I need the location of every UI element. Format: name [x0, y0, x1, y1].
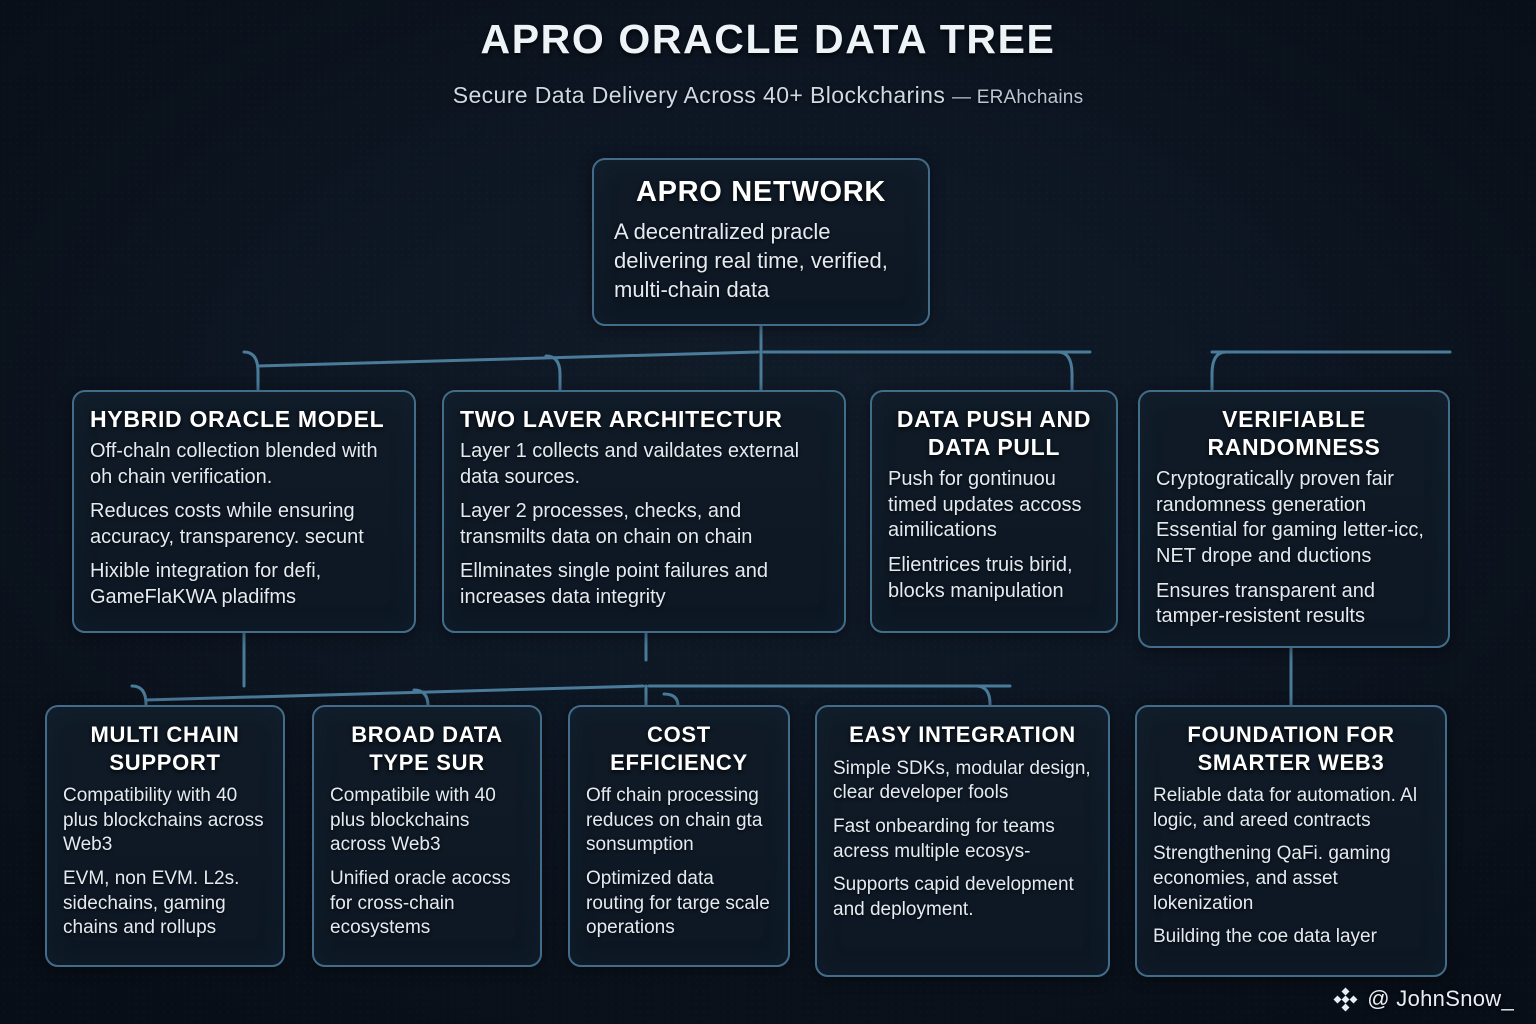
watermark-handle: @ JohnSnow_: [1367, 986, 1514, 1011]
node-apro-network[interactable]: APRO NETWORK A decentralized pracle deli…: [592, 158, 930, 326]
node-paragraph: Layer 1 collects and vaildates external …: [460, 440, 800, 488]
node-paragraph: Reliable data for automation. Al logic, …: [1153, 785, 1418, 831]
node-paragraph: Unified oracle acocss for cross-chain ec…: [330, 868, 511, 939]
node-title: COST EFFICIENCY: [610, 722, 748, 775]
watermark: @ JohnSnow_: [1333, 986, 1514, 1012]
node-two-layer-architecture[interactable]: TWO LAVER ARCHITECTUR Layer 1 collects a…: [442, 390, 846, 633]
node-paragraph: Off-chaln collection blended with oh cha…: [90, 440, 378, 488]
node-paragraph: Elientrices truis birid, blocks manipula…: [888, 553, 1073, 602]
node-title: MULTI CHAIN SUPPORT: [90, 722, 240, 775]
node-cost-efficiency[interactable]: COST EFFICIENCY Off chain processing red…: [568, 705, 790, 967]
node-paragraph: EVM, non EVM. L2s. sidechains, gaming ch…: [63, 868, 240, 939]
node-hybrid-oracle-model[interactable]: HYBRID ORACLE MODEL Off-chaln collection…: [72, 390, 416, 633]
node-paragraph: Reduces costs while ensuring accuracy, t…: [90, 500, 364, 548]
node-data-push-and-data-pull[interactable]: DATA PUSH AND DATA PULL Push for gontinu…: [870, 390, 1118, 633]
node-paragraph: Building the coe data layer: [1153, 926, 1377, 948]
node-paragraph: A decentralized pracle delivering real t…: [614, 219, 888, 303]
page-subtitle-main: Secure Data Delivery Across 40+ Blockcha…: [452, 82, 946, 108]
node-paragraph: Hixible integration for defi, GameFlaKWA…: [90, 560, 322, 608]
node-title: TWO LAVER ARCHITECTUR: [460, 406, 783, 432]
node-multi-chain-support[interactable]: MULTI CHAIN SUPPORT Compatibility with 4…: [45, 705, 285, 967]
node-title: DATA PUSH AND DATA PULL: [896, 406, 1092, 460]
node-paragraph: Fast onbearding for teams acress multipl…: [833, 815, 1055, 862]
page-subtitle: Secure Data Delivery Across 40+ Blockcha…: [0, 82, 1536, 109]
node-paragraph: Off chain processing reduces on chain gt…: [586, 785, 763, 856]
node-title: BROAD DATA TYPE SUR: [351, 722, 503, 775]
node-broad-data-type-support[interactable]: BROAD DATA TYPE SUR Compatibile with 40 …: [312, 705, 542, 967]
page-subtitle-tail: — ERAhchains: [952, 87, 1084, 108]
node-paragraph: Ensures transparent and tamper-resistent…: [1156, 579, 1376, 628]
node-paragraph: Push for gontinuou timed updates accoss …: [888, 468, 1082, 542]
page-title: APRO ORACLE DATA TREE: [480, 16, 1056, 62]
node-easy-integration[interactable]: EASY INTEGRATION Simple SDKs, modular de…: [815, 705, 1110, 977]
node-paragraph: Compatibile with 40 plus blockchains acr…: [330, 785, 496, 856]
node-title: APRO NETWORK: [635, 176, 887, 208]
node-title: HYBRID ORACLE MODEL: [90, 406, 385, 432]
binance-diamond-icon: [1333, 987, 1358, 1011]
node-foundation-for-smarter-web3[interactable]: FOUNDATION FOR SMARTER WEB3 Reliable dat…: [1135, 705, 1447, 977]
node-paragraph: Supports capid development and deploymen…: [833, 874, 1074, 920]
node-paragraph: Layer 2 processes, checks, and transmilt…: [460, 500, 753, 548]
node-paragraph: Strengthening QaFi. gaming economies, an…: [1153, 843, 1391, 914]
node-paragraph: Ellminates single point failures and inc…: [460, 560, 768, 608]
node-paragraph: Optimized data routing for targe scale o…: [586, 868, 770, 939]
node-title: VERIFIABLE RANDOMNESS: [1207, 406, 1381, 460]
node-title: FOUNDATION FOR SMARTER WEB3: [1187, 722, 1395, 775]
node-verifiable-randomness[interactable]: VERIFIABLE RANDOMNESS Cryptogratically p…: [1138, 390, 1450, 648]
node-title: EASY INTEGRATION: [849, 722, 1076, 747]
node-paragraph: Cryptogratically proven fair randomness …: [1156, 468, 1424, 567]
node-paragraph: Compatibility with 40 plus blockchains a…: [63, 785, 264, 856]
node-paragraph: Simple SDKs, modular design, clear devel…: [833, 757, 1091, 804]
